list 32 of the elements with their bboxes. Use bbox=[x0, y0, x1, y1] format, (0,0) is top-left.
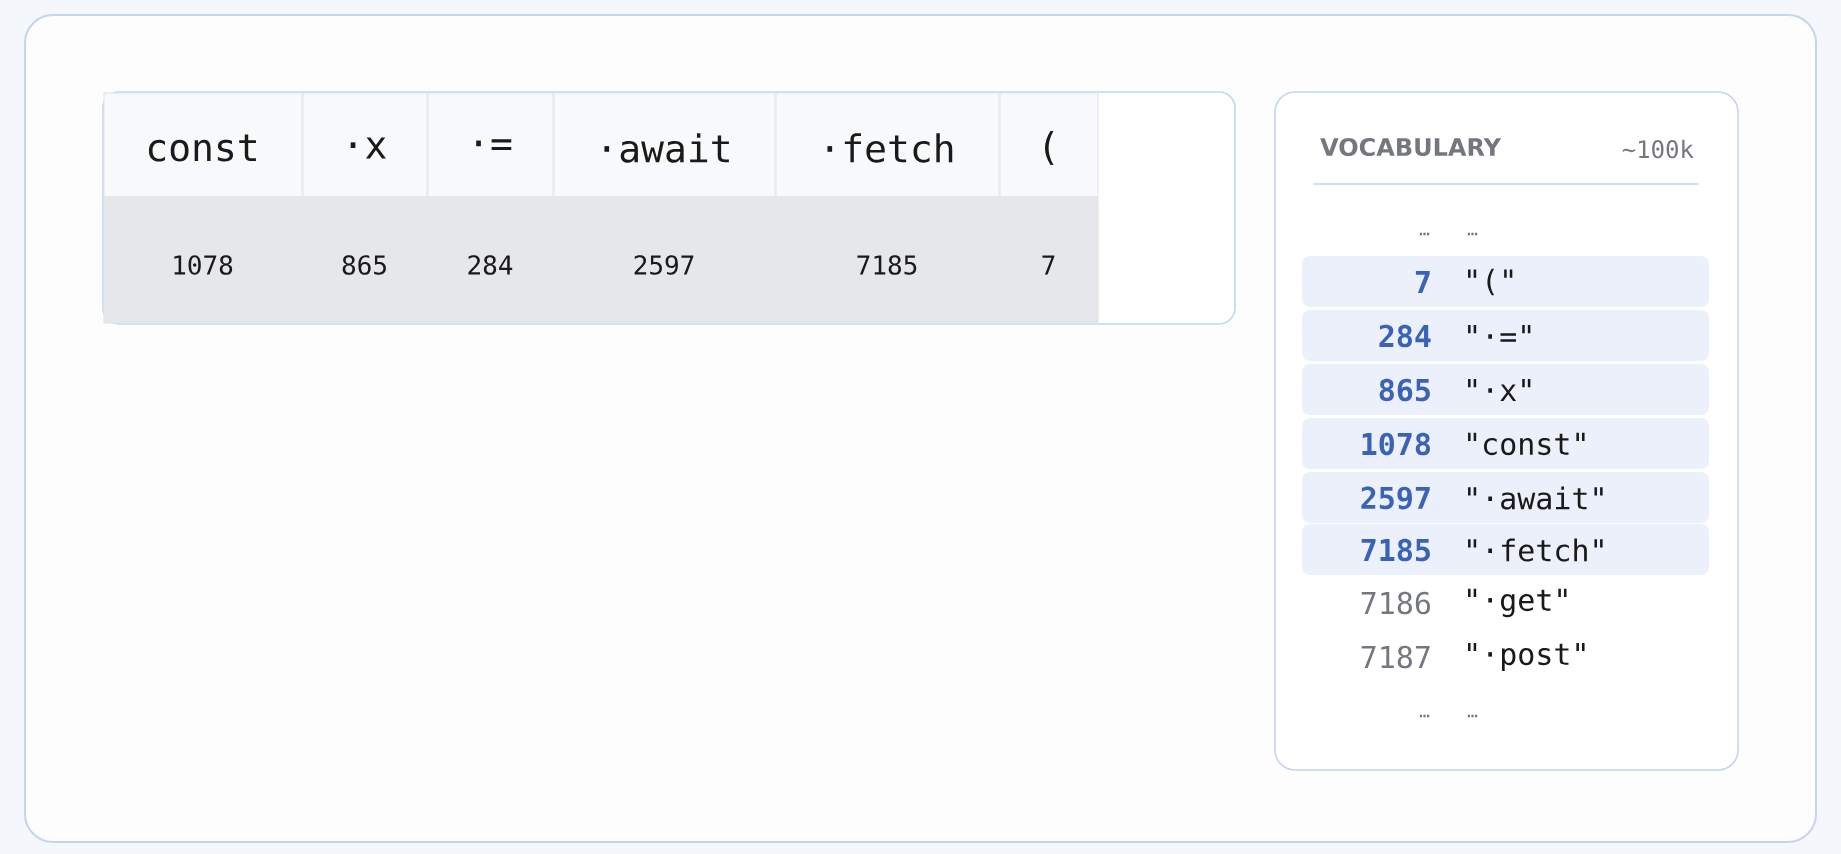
token-id-cell: 7 bbox=[999, 196, 1099, 324]
token-id: 7187 bbox=[1361, 645, 1430, 669]
token-id-cell: 284 bbox=[427, 196, 554, 324]
token-cell: ·= bbox=[427, 92, 554, 198]
token-id-cell: 865 bbox=[302, 196, 428, 324]
token-id-cell: 2597 bbox=[553, 196, 776, 324]
token-string: "·await" bbox=[1468, 486, 1603, 510]
ellipsis: … bbox=[1419, 714, 1430, 718]
ellipsis: … bbox=[1467, 232, 1478, 236]
panel-heading: VOCABULARY bbox=[1320, 137, 1502, 157]
token-cell: const bbox=[103, 92, 303, 198]
vocabulary-size: ~100k bbox=[1622, 139, 1694, 159]
token-string: "·=" bbox=[1468, 325, 1531, 342]
token-id: 7185 bbox=[1361, 538, 1430, 562]
token-id-cell: 1078 bbox=[103, 196, 303, 324]
token-cell: ·await bbox=[553, 92, 776, 198]
token-id: 2597 bbox=[1361, 486, 1430, 510]
token-id: 284 bbox=[1379, 324, 1431, 348]
token-string: "const" bbox=[1468, 432, 1585, 456]
token-id: 7 bbox=[1415, 271, 1430, 293]
token-id: 1078 bbox=[1362, 432, 1431, 456]
token-id: 865 bbox=[1379, 378, 1430, 402]
token-string: "(" bbox=[1468, 268, 1513, 296]
ellipsis: … bbox=[1419, 232, 1430, 236]
token-cell: ·x bbox=[302, 92, 428, 198]
ellipsis: … bbox=[1467, 714, 1478, 718]
token-string: "·get" bbox=[1468, 588, 1567, 618]
token-id: 7186 bbox=[1361, 591, 1430, 615]
token-cell: ( bbox=[999, 92, 1099, 198]
token-string: "·post" bbox=[1468, 642, 1585, 672]
token-string: "·fetch" bbox=[1468, 538, 1603, 562]
token-string: "·x" bbox=[1468, 379, 1531, 401]
